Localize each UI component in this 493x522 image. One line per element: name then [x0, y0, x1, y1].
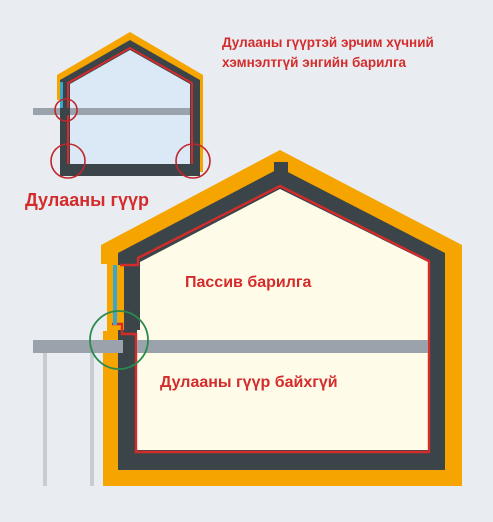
conventional-building-caption: Дулааны гүүртэй эрчим хүчний хэмнэлтгүй … [222, 33, 434, 73]
conventional-slab-junction [60, 108, 70, 115]
passive-inner-slab [137, 340, 428, 353]
conventional-window [60, 82, 63, 108]
conventional-interior [70, 50, 190, 164]
passive-house [33, 150, 462, 486]
passive-balcony-slab [33, 340, 123, 353]
conventional-slab [33, 108, 190, 115]
thermal-bridge-label: Дулааны гүүр [25, 190, 150, 210]
passive-balcony-post-left [43, 353, 47, 486]
conventional-caption-line1: Дулааны гүүртэй эрчим хүчний [222, 35, 434, 50]
thermal-bridge-marker-floor [54, 98, 78, 122]
no-thermal-bridge-label: Дулааны гүүр байхгүй [160, 374, 338, 391]
no-thermal-bridge-marker [89, 310, 149, 370]
passive-balcony-post-right [90, 353, 94, 486]
thermal-bridge-marker-corner-right [175, 143, 211, 179]
passive-ridge [274, 162, 288, 186]
passive-building-label: Пассив барилга [185, 274, 312, 291]
thermal-bridge-marker-corner-left [50, 143, 86, 179]
passive-interior [137, 189, 428, 450]
conventional-foundation [60, 164, 200, 176]
conventional-caption-line2: хэмнэлтгүй энгийн барилга [222, 55, 407, 70]
passive-window [113, 265, 117, 325]
passive-airtight-line [112, 184, 431, 454]
conventional-house [33, 32, 211, 179]
